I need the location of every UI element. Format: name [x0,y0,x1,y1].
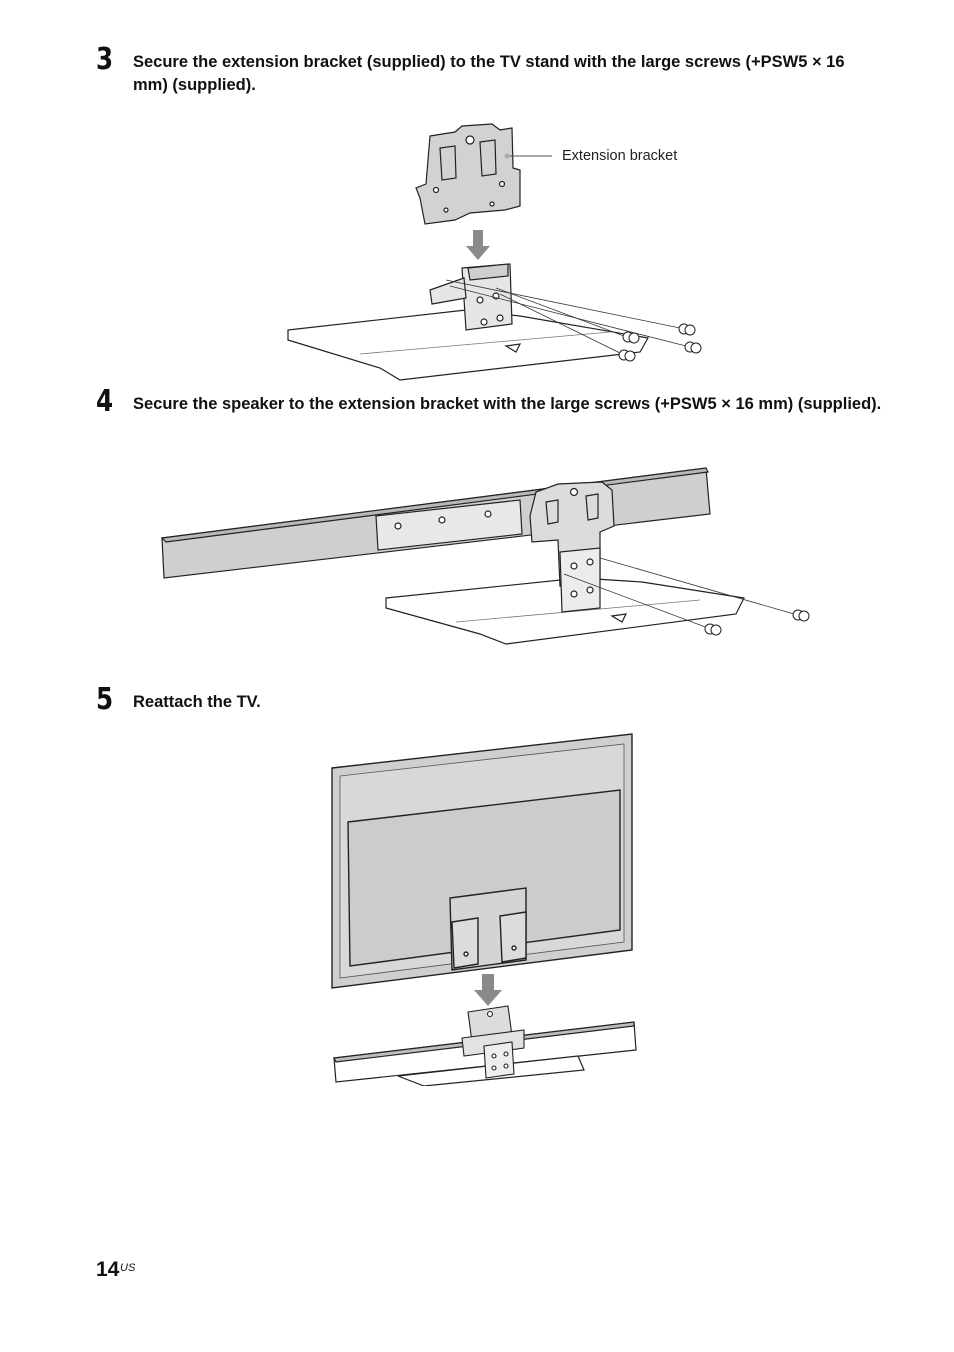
figure-speaker-to-bracket [160,462,820,652]
screw-guide-lines [563,557,795,629]
figure-reattach-tv [328,730,644,1086]
step-number: 4 [96,384,114,419]
page-number: 14 [96,1258,120,1281]
tv-panel-icon [331,733,633,989]
extension-bracket-icon [415,123,521,225]
extension-bracket-icon [461,1005,525,1079]
step-instruction: Secure the speaker to the extension brac… [133,395,882,413]
down-arrow-icon [474,974,502,1006]
step-instruction: Secure the extension bracket (supplied) … [133,53,845,94]
figure-extension-bracket-to-stand: Extension bracket [280,118,720,386]
step-number: 5 [96,682,114,717]
callout-dot [504,153,510,159]
speaker-bar-icon [160,467,711,579]
stand-bracket-illustration [287,123,702,381]
screw-guide-lines [445,279,687,355]
tv-reattach-illustration [331,733,637,1086]
down-arrow-icon [466,230,490,260]
screws-icon [704,609,810,636]
page-region-suffix: US [120,1262,136,1274]
extension-bracket-label: Extension bracket [562,148,678,164]
speaker-bracket-illustration [160,467,810,645]
tv-stand-icon [287,263,649,381]
step-number: 3 [96,42,114,77]
screws-icon [618,323,702,362]
step-instruction: Reattach the TV. [133,693,261,711]
